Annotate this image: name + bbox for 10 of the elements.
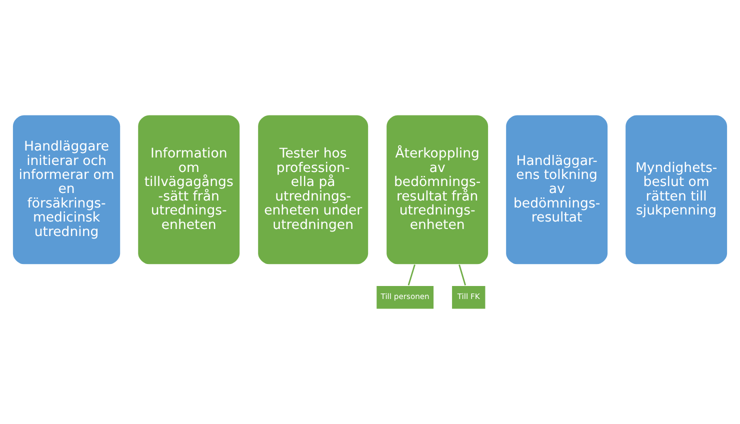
node-box: Handläggare initierar och informerar om en försäkrings- medicinsk utredning xyxy=(12,114,122,266)
node-box: Till personen xyxy=(376,285,434,310)
node-box: Handläggar- ens tolkning av bedömnings- resultat xyxy=(505,114,609,266)
node-box: Information om tillvägagångs -sätt från utrednings- enheten xyxy=(137,114,241,266)
node-box: Tester hos profession- ella på utrednings- enheten under utredningen xyxy=(257,114,370,266)
connector xyxy=(408,264,416,286)
node-box: Till FK xyxy=(451,285,486,310)
node-box: Återkoppling av bedömnings- resultat från utrednings- enheten xyxy=(386,114,490,266)
node-box: Myndighets- beslut om rätten till sjukpenning xyxy=(624,114,728,266)
connector xyxy=(458,264,466,286)
